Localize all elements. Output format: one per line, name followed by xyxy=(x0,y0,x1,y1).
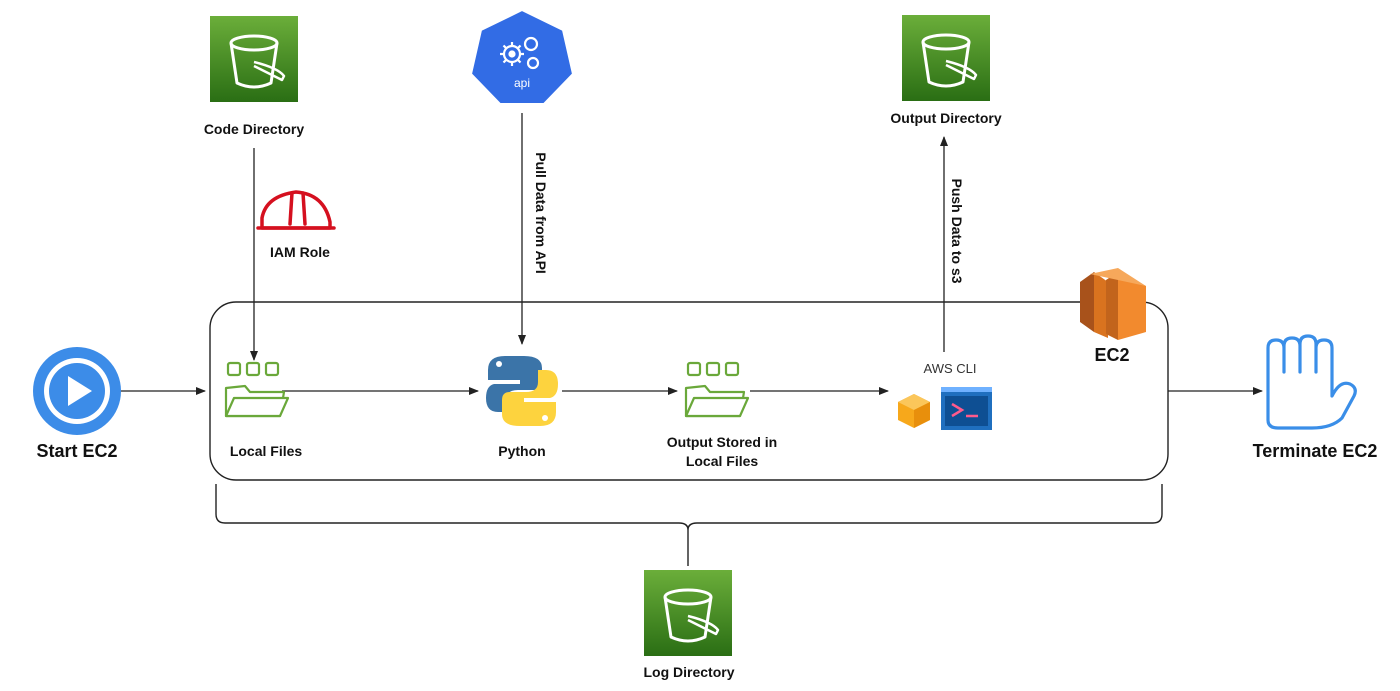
play-icon xyxy=(33,347,121,435)
python-label: Python xyxy=(498,443,546,459)
log-bracket xyxy=(215,484,1163,566)
api-gear-icon xyxy=(469,8,575,105)
output-local-label-line2: Local Files xyxy=(685,453,759,469)
hard-hat-icon xyxy=(256,190,336,230)
push-data-edge-label: Push Data to s3 xyxy=(949,178,965,284)
python-icon xyxy=(486,356,558,426)
terminal-icon xyxy=(898,387,992,430)
s3-bucket-icon xyxy=(210,16,298,102)
aws-cli-label: AWS CLI xyxy=(923,361,977,376)
folder-icon xyxy=(224,361,290,418)
hand-icon xyxy=(1266,334,1357,430)
log-directory-label: Log Directory xyxy=(643,664,735,680)
iam-role-label: IAM Role xyxy=(270,244,330,260)
start-ec2-label: Start EC2 xyxy=(36,441,118,461)
folder-icon xyxy=(684,361,750,418)
api-icon-text: api xyxy=(513,76,530,90)
s3-bucket-icon xyxy=(644,570,732,656)
local-files-label: Local Files xyxy=(229,443,303,459)
ec2-label: EC2 xyxy=(1094,345,1130,365)
output-directory-label: Output Directory xyxy=(890,110,1002,126)
output-local-label-line1: Output Stored in xyxy=(666,434,778,450)
code-directory-label: Code Directory xyxy=(203,121,305,137)
s3-bucket-icon xyxy=(902,15,990,101)
pull-data-edge-label: Pull Data from API xyxy=(533,152,549,274)
ec2-icon xyxy=(1080,268,1146,340)
terminate-ec2-label: Terminate EC2 xyxy=(1252,441,1378,461)
